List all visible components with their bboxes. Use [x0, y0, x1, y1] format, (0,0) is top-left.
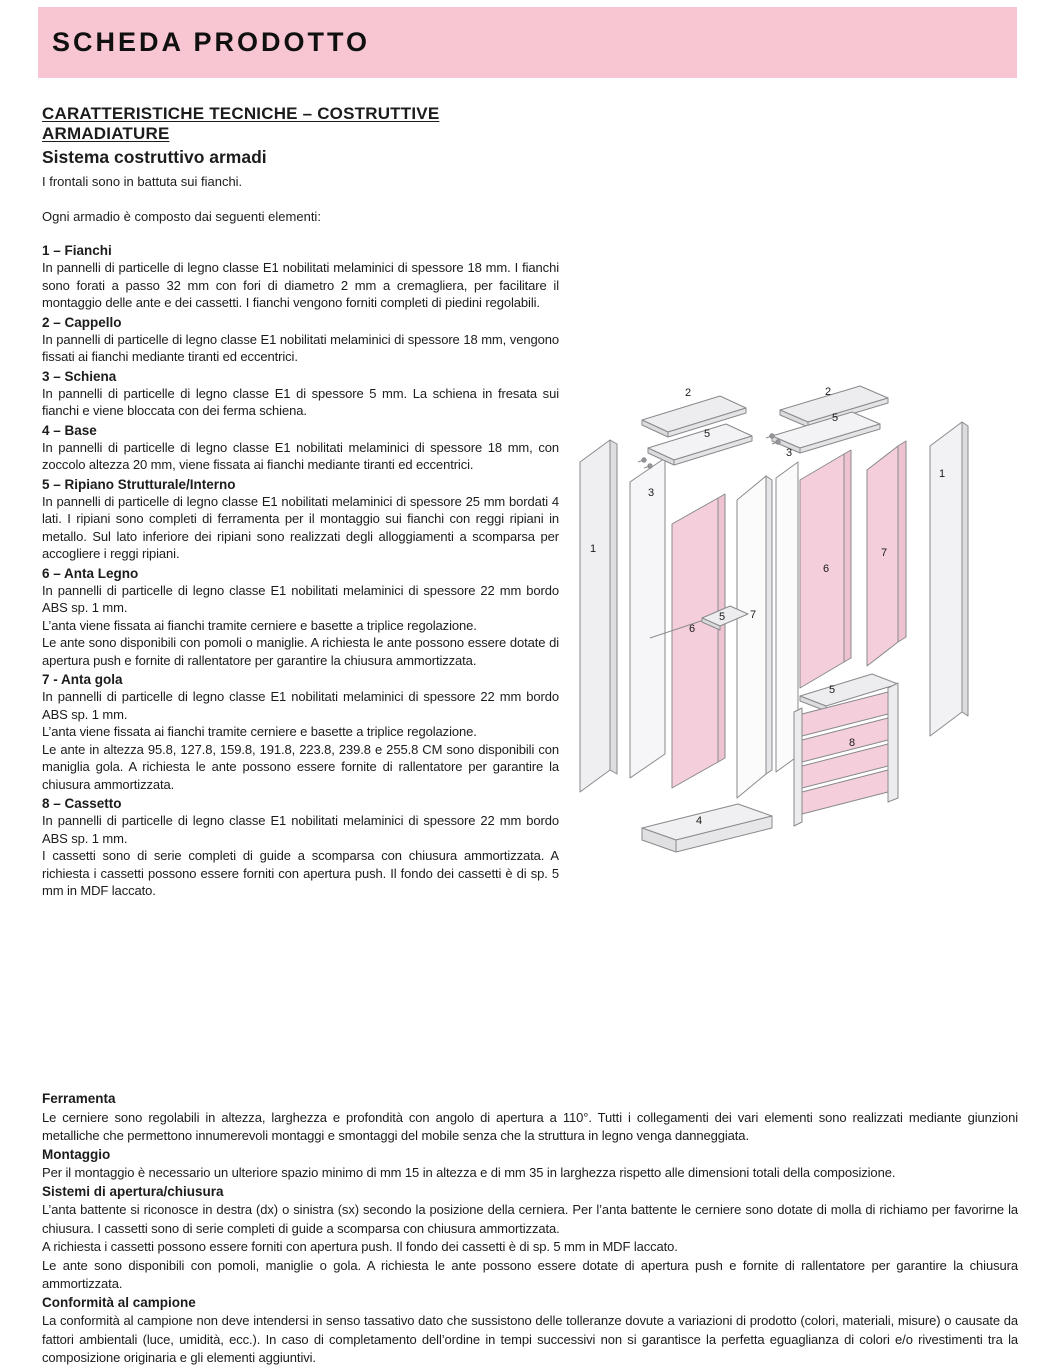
- component-title: 1 – Fianchi: [42, 243, 112, 258]
- wardrobe-exploded-diagram: 2 5 2 5 3 3 1 1 6 5 7 6 7 5 8 4: [570, 366, 1016, 872]
- diagram-label-schiena-right: 3: [786, 447, 792, 459]
- panel-anta-legno-center: [671, 497, 719, 789]
- panel-side-right-edge: [961, 421, 969, 717]
- diagram-label-ripiano-top-left: 5: [704, 428, 710, 440]
- panel-base-skirt-front: [675, 815, 773, 853]
- sub-heading: Sistema costruttivo armadi: [42, 147, 267, 167]
- component-text: In pannelli di particelle di legno class…: [42, 813, 559, 846]
- diagram-label-anta-gola-right: 7: [881, 547, 887, 559]
- component-item-anta-gola: 7 - Anta gola In pannelli di particelle …: [42, 671, 559, 793]
- diagram-label-anta-legno-right: 6: [823, 563, 829, 575]
- drawer-front-3: [801, 743, 889, 789]
- component-text: Le ante sono disponibili con pomoli o ma…: [42, 635, 559, 668]
- component-text: I cassetti sono di serie completi di gui…: [42, 848, 559, 898]
- drawer-front-4: [801, 769, 889, 815]
- component-title: 2 – Cappello: [42, 314, 122, 330]
- note-text: Le cerniere sono regolabili in altezza, …: [42, 1109, 1018, 1144]
- note-ferramenta: Ferramenta Le cerniere sono regolabili i…: [42, 1090, 1018, 1146]
- general-notes-section: Ferramenta Le cerniere sono regolabili i…: [42, 1090, 1018, 1368]
- component-text: L’anta viene fissata ai fianchi tramite …: [42, 724, 477, 739]
- panel-ripiano-center-front: [701, 617, 721, 631]
- component-text: In pannelli di particelle di legno class…: [42, 385, 559, 419]
- component-text: In pannelli di particelle di legno class…: [42, 260, 559, 310]
- component-item-schiena: 3 – Schiena In pannelli di particelle di…: [42, 368, 559, 420]
- component-item-ripiano: 5 – Ripiano Strutturale/Interno In panne…: [42, 476, 559, 563]
- diagram-label-schiena-left: 3: [648, 487, 654, 499]
- panel-side-right: [929, 421, 963, 737]
- note-title: Sistemi di apertura/chiusura: [42, 1183, 224, 1199]
- drawer-rail-left: [793, 707, 803, 827]
- note-title: Montaggio: [42, 1146, 111, 1162]
- drawer-front-1: [801, 691, 889, 737]
- component-text: Le ante in altezza 95.8, 127.8, 159.8, 1…: [42, 741, 559, 792]
- note-text: La conformità al campione non deve inten…: [42, 1313, 1018, 1365]
- header-banner: SCHEDA PRODOTTO: [38, 7, 1017, 78]
- component-item-fianchi: 1 – Fianchi In pannelli di particelle di…: [42, 242, 559, 312]
- diagram-label-cappello-left: 2: [685, 387, 691, 399]
- component-item-base: 4 – Base In pannelli di particelle di le…: [42, 422, 559, 474]
- screw-fittings-right: [765, 433, 781, 445]
- intro-line-1: I frontali sono in battuta sui fianchi.: [42, 174, 243, 189]
- note-text: A richiesta i cassetti possono essere fo…: [42, 1239, 678, 1254]
- note-apertura-chiusura: Sistemi di apertura/chiusura L’anta batt…: [42, 1183, 1018, 1294]
- note-text: L’anta battente si riconosce in destra (…: [42, 1202, 1018, 1236]
- note-title: Conformità al campione: [42, 1294, 196, 1310]
- note-text: Per il montaggio è necessario un ulterio…: [42, 1165, 896, 1180]
- component-text: In pannelli di particelle di legno class…: [42, 331, 559, 365]
- component-title: 3 – Schiena: [42, 368, 117, 384]
- note-title: Ferramenta: [42, 1091, 116, 1106]
- component-title: 8 – Cassetto: [42, 796, 122, 811]
- technical-characteristics-section: CARATTERISTICHE TECNICHE – COSTRUTTIVE A…: [42, 104, 559, 900]
- section-heading: CARATTERISTICHE TECNICHE – COSTRUTTIVE A…: [42, 104, 440, 143]
- panel-anta-gola-center: [736, 475, 767, 799]
- diagram-label-base: 4: [696, 815, 702, 827]
- component-title: 4 – Base: [42, 422, 97, 438]
- component-text: In pannelli di particelle di legno class…: [42, 582, 559, 616]
- diagram-label-ripiano-center: 5: [719, 611, 725, 623]
- panel-anta-gola-center-edge: [765, 475, 773, 775]
- page-title: SCHEDA PRODOTTO: [52, 27, 371, 57]
- note-montaggio: Montaggio Per il montaggio è necessario …: [42, 1146, 1018, 1183]
- panel-ripiano-top-left-side: [673, 435, 753, 466]
- panel-anta-legno-right-edge: [843, 449, 852, 663]
- panel-anta-gola-right-edge: [897, 440, 907, 643]
- diagram-label-ripiano-top-right: 5: [832, 412, 838, 424]
- diagram-label-anta-gola-center: 7: [750, 609, 756, 621]
- drawer-rail-right: [887, 682, 899, 803]
- exploded-view-drawing: 2 5 2 5 3 3 1 1 6 5 7 6 7 5 8 4: [579, 385, 969, 853]
- component-title: 5 – Ripiano Strutturale/Interno: [42, 476, 236, 492]
- component-item-cassetto: 8 – Cassetto In pannelli di particelle d…: [42, 795, 559, 900]
- shelf-support-arm: [649, 619, 705, 639]
- panel-schiena-left: [629, 457, 666, 779]
- component-title: 6 – Anta Legno: [42, 565, 139, 581]
- component-text: L’anta viene fissata ai fianchi tramite …: [42, 617, 477, 633]
- note-conformita: Conformità al campione La conformità al …: [42, 1294, 1018, 1368]
- component-item-anta-legno: 6 – Anta Legno In pannelli di particelle…: [42, 565, 559, 670]
- diagram-label-fianco-right: 1: [939, 468, 945, 480]
- component-title: 7 - Anta gola: [42, 672, 123, 687]
- panel-side-left-edge: [609, 439, 618, 775]
- panel-anta-legno-right: [799, 453, 845, 689]
- panel-ripiano-top-right-side: [799, 423, 881, 454]
- diagram-label-cappello-right: 2: [825, 386, 831, 398]
- diagram-label-cassetto: 8: [849, 737, 855, 749]
- screw-fittings-left: [637, 457, 653, 469]
- component-text: In pannelli di particelle di legno class…: [42, 493, 559, 562]
- component-text: In pannelli di particelle di legno class…: [42, 689, 559, 722]
- diagram-label-anta-legno-center: 6: [689, 623, 695, 635]
- diagram-label-ripiano-drawer: 5: [829, 684, 835, 696]
- component-text: In pannelli di particelle di legno class…: [42, 439, 559, 473]
- panel-side-left: [579, 439, 611, 793]
- component-item-cappello: 2 – Cappello In pannelli di particelle d…: [42, 314, 559, 366]
- panel-cappello-left-side: [667, 407, 747, 438]
- drawer-front-2: [801, 717, 889, 763]
- diagram-label-fianco-left: 1: [590, 543, 596, 555]
- intro-line-2: Ogni armadio è composto dai seguenti ele…: [42, 209, 321, 224]
- component-list: 1 – Fianchi In pannelli di particelle di…: [42, 242, 559, 900]
- note-text: Le ante sono disponibili con pomoli, man…: [42, 1257, 1018, 1292]
- panel-anta-gola-right: [866, 445, 899, 667]
